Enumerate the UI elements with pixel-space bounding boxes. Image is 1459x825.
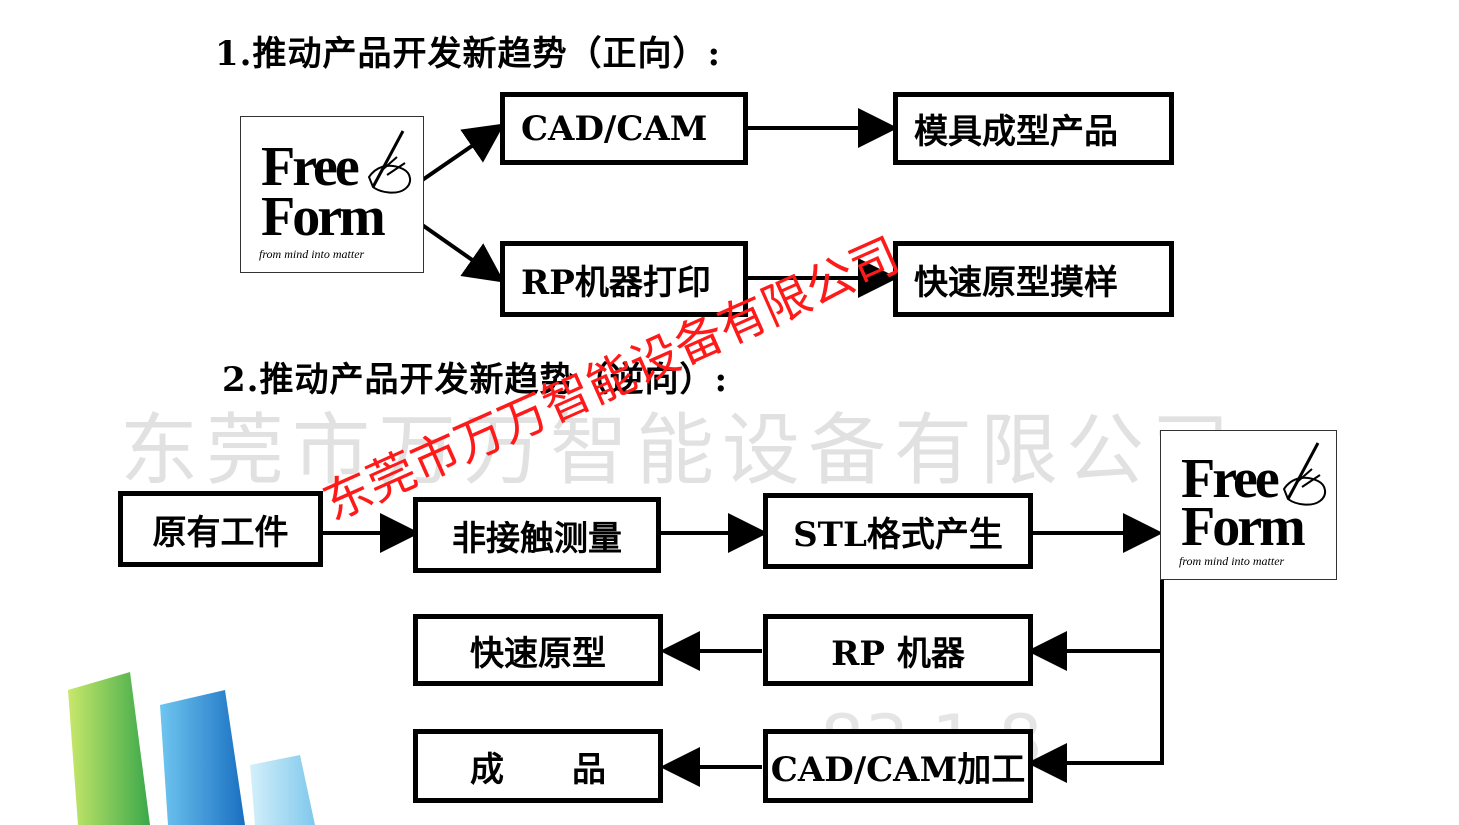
logo-tagline: from mind into matter	[1179, 554, 1285, 568]
arrow-logo-to-rp	[416, 220, 505, 283]
logo-text-form: Form	[261, 186, 386, 248]
freeform-logo-right: Free Form from mind into matter	[1160, 430, 1337, 580]
freeform-logo-top: Free Form from mind into matter	[240, 116, 424, 273]
line-logo-down	[1027, 580, 1164, 783]
box-rapid-prototype-sample: 快速原型摸样	[893, 241, 1174, 317]
box-cad-cam-machining: CAD/CAM加工	[763, 729, 1033, 803]
logo-tagline: from mind into matter	[259, 247, 365, 261]
box-original-part: 原有工件	[118, 491, 323, 567]
box-non-contact-measure: 非接触测量	[413, 497, 661, 573]
logo-text-free: Free	[261, 136, 360, 198]
green-bar	[68, 672, 150, 825]
box-finished-product: 成 品	[413, 729, 663, 803]
box-mold-product: 模具成型产品	[893, 92, 1174, 165]
logo-text-free: Free	[1181, 448, 1280, 510]
blue-bar	[160, 690, 245, 825]
box-stl-format: STL格式产生	[763, 493, 1033, 569]
box-cad-cam: CAD/CAM	[500, 92, 748, 165]
lightblue-bar	[250, 755, 315, 825]
logo-text-form: Form	[1181, 496, 1306, 558]
box-rp-machine: RP 机器	[763, 614, 1033, 686]
heading-forward: 1.推动产品开发新趋势（正向）:	[215, 34, 722, 74]
pen-hand-icon	[1282, 442, 1326, 506]
gray-watermark: 东莞市万万智能设备有限公司	[120, 406, 1239, 496]
pen-hand-icon	[367, 130, 411, 194]
box-rp-print: RP机器打印	[500, 241, 748, 317]
heading-reverse: 2.推动产品开发新趋势（逆向）:	[222, 360, 729, 400]
arrow-logo-to-cadcam	[416, 123, 505, 185]
box-rapid-prototype: 快速原型	[413, 614, 663, 686]
